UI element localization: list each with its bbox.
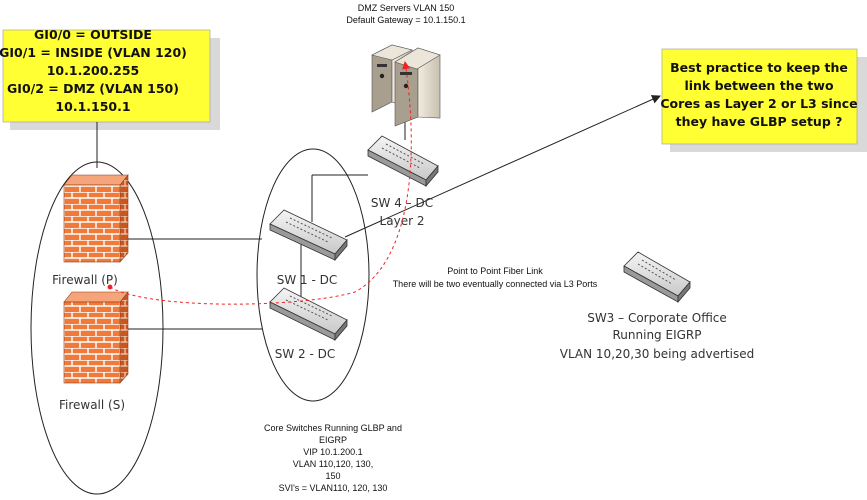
sw3-label-line-2: Running EIGRP [613, 328, 702, 342]
core-switch-ellipse [256, 148, 370, 402]
sw2-label: SW 2 - DC [275, 347, 336, 361]
core-note-line-6: SVI's = VLAN110, 120, 130 [279, 483, 388, 493]
dmz-servers-icon [371, 44, 441, 127]
core-note-line-1: Core Switches Running GLBP and [264, 423, 402, 433]
firewall-note-line-2: GI0/1 = INSIDE (VLAN 120) [0, 45, 187, 60]
firewall-primary-icon [63, 174, 129, 263]
sw4-label-line-1: SW 4 – DC [371, 196, 433, 210]
firewall-note-line-3: 10.1.200.255 [47, 63, 140, 78]
core-note-line-3: VIP 10.1.200.1 [303, 447, 362, 457]
sw4-switch-icon [367, 135, 439, 188]
sw1-switch-icon [269, 209, 348, 262]
firewall-note-line-4: GI0/2 = DMZ (VLAN 150) [7, 81, 179, 96]
best-practice-line-1: Best practice to keep the [670, 60, 848, 75]
firewall-secondary-label: Firewall (S) [59, 398, 125, 412]
best-practice-line-2: link between the two [684, 78, 834, 93]
best-practice-line-4: they have GLBP setup ? [676, 114, 843, 129]
dmz-label-line-1: DMZ Servers VLAN 150 [358, 3, 455, 13]
sw3-switch-icon [623, 251, 691, 304]
firewall-cluster-ellipse [30, 161, 164, 495]
best-practice-line-3: Cores as Layer 2 or L3 since [660, 96, 857, 111]
traffic-path-start-dot [107, 284, 113, 290]
best-practice-note: Best practice to keep the link between t… [660, 48, 867, 152]
core-note-line-2: EIGRP [319, 435, 347, 445]
firewall-interfaces-note: GI0/0 = OUTSIDE GI0/1 = INSIDE (VLAN 120… [0, 27, 220, 130]
firewall-note-line-5: 10.1.150.1 [55, 99, 130, 114]
sw1-label: SW 1 - DC [277, 273, 338, 287]
sw4-label-line-2: Layer 2 [380, 214, 425, 228]
sw3-label-line-1: SW3 – Corporate Office [587, 311, 727, 325]
core-note-line-5: 150 [325, 471, 340, 481]
traffic-path-line [109, 61, 412, 305]
sw2-switch-icon [269, 287, 348, 342]
firewall-secondary-icon [63, 291, 129, 384]
firewall-note-line-1: GI0/0 = OUTSIDE [34, 27, 152, 42]
fiber-link-line-2: There will be two eventually connected v… [393, 279, 598, 289]
firewall-primary-label: Firewall (P) [52, 273, 118, 287]
fiber-link-line-1: Point to Point Fiber Link [447, 266, 543, 276]
connection-lines [96, 95, 661, 330]
sw3-label-line-3: VLAN 10,20,30 being advertised [560, 347, 754, 361]
core-note-line-4: VLAN 110,120, 130, [293, 459, 373, 469]
dmz-label-line-2: Default Gateway = 10.1.150.1 [346, 15, 465, 25]
